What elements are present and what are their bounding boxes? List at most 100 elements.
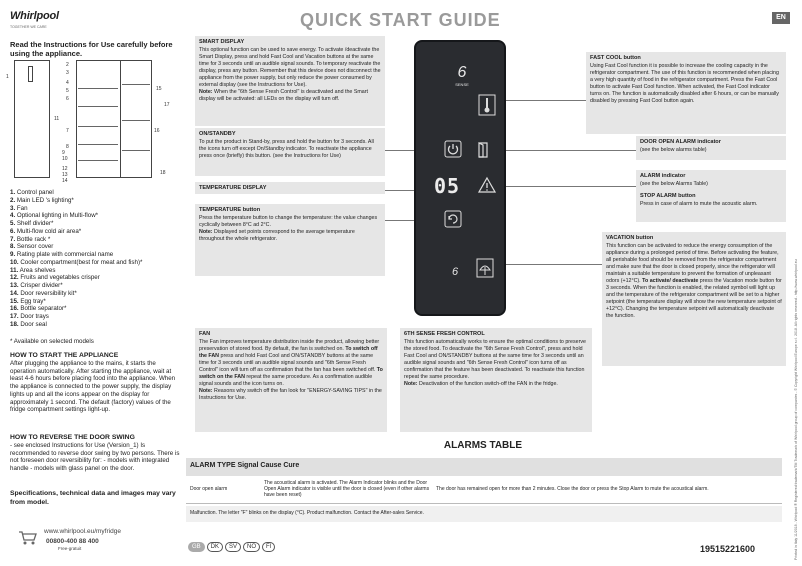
part-number: 13. <box>10 282 19 289</box>
language-badge: EN <box>772 12 790 24</box>
fan-on-label: To switch on the FAN <box>199 367 383 380</box>
part-number: 18. <box>10 320 19 328</box>
fridge-exterior-illustration <box>14 60 50 178</box>
note-label: Note: <box>199 229 213 235</box>
leader-line <box>500 186 636 187</box>
sixth-sense-panel: 6TH SENSE FRESH CONTROL This function au… <box>400 328 592 432</box>
alarm-signal-cell: The acoustical alarm is activated. The A… <box>264 480 430 498</box>
panel-note: Deactivation of the function switch-off … <box>419 381 558 387</box>
list-item: 5. Shelf divider* <box>10 220 185 228</box>
fan-off-label: To switch off the FAN <box>199 346 378 359</box>
callout-number: 3 <box>66 70 69 76</box>
part-label: Door seal <box>20 320 47 328</box>
callout-number: 2 <box>66 62 69 68</box>
part-number: 12. <box>10 274 19 282</box>
alarm-triangle-icon <box>477 176 497 193</box>
door-open-alarm-panel: DOOR OPEN ALARM indicator (see the below… <box>636 136 786 160</box>
panel-note: When the "6th Sense Fresh Control" is de… <box>199 89 368 102</box>
list-item: 18. Door seal <box>10 321 185 329</box>
door-open-icon <box>478 142 488 158</box>
thermometer-icon <box>478 94 496 116</box>
part-label: Rating plate with commercial name <box>16 251 114 258</box>
shelf-line <box>78 88 118 89</box>
part-label: Bottle rack * <box>16 235 51 243</box>
part-number: 14. <box>10 289 19 297</box>
language-pill: FI <box>262 542 276 552</box>
panel-text: (see the below Alarms Table) <box>640 181 708 187</box>
callout-number: 7 <box>66 128 69 134</box>
vacation-button[interactable] <box>476 258 494 278</box>
part-number: 6. <box>10 227 16 235</box>
callout-number: 9 <box>62 150 65 156</box>
list-item: 17. Door trays <box>10 313 185 321</box>
shelf-line <box>78 144 118 145</box>
part-number: 3. <box>10 204 16 212</box>
part-label: Multi-flow cold air area* <box>16 227 82 235</box>
leader-line <box>500 100 586 101</box>
availability-note: * Available on selected models <box>10 338 94 345</box>
note-label: Note: <box>199 388 213 394</box>
alarm-indicator-panel: ALARM indicator (see the below Alarms Ta… <box>636 170 786 222</box>
panel-title: ON/STANDBY <box>199 131 236 137</box>
stop-alarm-button[interactable] <box>477 176 497 194</box>
part-label: Area shelves <box>19 266 56 274</box>
alarm-cause-cell: The door has remained open for more than… <box>436 486 709 492</box>
callout-number: 10 <box>62 156 68 162</box>
start-appliance-heading: HOW TO START THE APPLIANCE <box>10 352 119 359</box>
list-item: 8. Sensor cover <box>10 243 185 251</box>
temperature-button-panel: TEMPERATURE button Press the temperature… <box>195 204 385 276</box>
specs-disclaimer: Specifications, technical data and image… <box>10 490 176 506</box>
cycle-arrow-icon <box>444 210 462 228</box>
sixth-sense-indicator-icon: 6 <box>451 266 459 278</box>
control-panel-marker <box>28 66 33 82</box>
support-contact-box: www.whirlpool.eu/myfridge 00800-400 88 4… <box>10 524 130 554</box>
shelf-line <box>78 160 118 161</box>
list-item: 6. Multi-flow cold air area* <box>10 228 185 236</box>
sixth-sense-logo-text: SENSE <box>455 82 469 87</box>
panel-text: Press in case of alarm to mute the acous… <box>640 201 758 207</box>
cart-icon <box>19 531 37 545</box>
part-label: Cooler compartment(best for meat and fis… <box>20 258 143 266</box>
temperature-button[interactable] <box>444 210 462 228</box>
vacation-activate-label: To activate/ deactivate <box>642 278 699 284</box>
panel-title: SMART DISPLAY <box>199 39 245 45</box>
list-item: 1. Control panel <box>10 189 185 197</box>
fan-panel: FAN The Fan improves temperature distrib… <box>195 328 387 432</box>
part-number: 17. <box>10 313 19 320</box>
fast-cool-button[interactable] <box>478 94 496 116</box>
list-item: 13. Crisper divider* <box>10 282 185 290</box>
on-standby-button[interactable] <box>444 140 462 158</box>
on-standby-panel: ON/STANDBY To put the product in Stand-b… <box>195 128 385 176</box>
reverse-door-heading: HOW TO REVERSE THE DOOR SWING <box>10 434 135 441</box>
part-number: 5. <box>10 220 16 227</box>
read-instructions-heading: Read the Instructions for Use carefully … <box>10 40 173 58</box>
callout-number: 14 <box>62 178 68 184</box>
reverse-door-text: - see enclosed Instructions for Use (Ver… <box>10 442 180 473</box>
list-item: 2. Main LED 's lighting* <box>10 197 185 205</box>
panel-text: press the Vacation mode button for 3 sec… <box>606 278 782 319</box>
list-item: 14. Door reversibility kit* <box>10 290 185 298</box>
callout-number: 1 <box>6 74 9 80</box>
panel-text: This function automatically works to ens… <box>404 339 586 380</box>
language-pill: NO <box>243 542 261 552</box>
part-label: Bottle separator* <box>20 305 67 313</box>
part-label: Optional lighting in Multi-flow* <box>16 212 99 220</box>
note-label: Note: <box>199 89 213 95</box>
language-pill: SV <box>225 542 242 552</box>
panel-text: The Fan improves temperature distributio… <box>199 339 380 352</box>
panel-text: This optional function can be used to sa… <box>199 47 381 88</box>
part-label: Fruits and vegetables crisper <box>20 274 100 282</box>
brand-logo: Whirlpool TOGETHER WE CARE <box>10 6 66 36</box>
panel-title: TEMPERATURE button <box>199 207 261 213</box>
support-url-link[interactable]: www.whirlpool.eu/myfridge <box>44 528 121 535</box>
list-item: 3. Fan <box>10 205 185 213</box>
part-label: Door reversibility kit* <box>20 289 77 297</box>
temperature-display-panel: TEMPERATURE DISPLAY <box>195 182 385 194</box>
part-label: Fan <box>16 204 28 212</box>
list-item: 12. Fruits and vegetables crisper <box>10 274 185 282</box>
leader-line <box>500 150 636 151</box>
callout-number: 15 <box>156 86 162 92</box>
alarm-type-cell: Door open alarm <box>190 486 228 492</box>
